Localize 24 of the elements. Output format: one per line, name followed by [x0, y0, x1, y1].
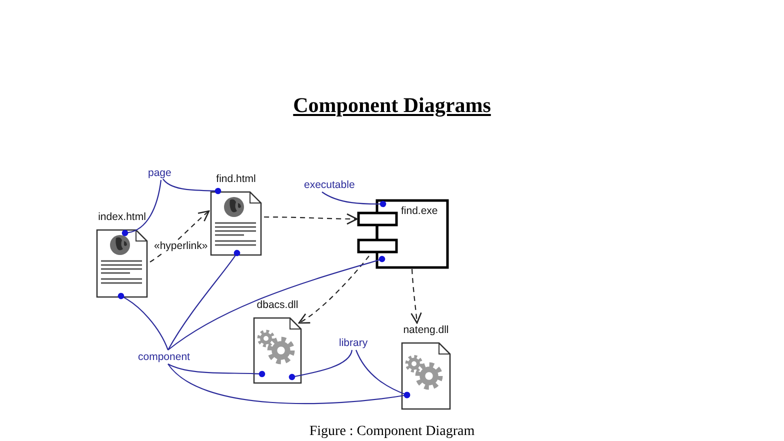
- leader-line: [118, 292, 168, 350]
- dependency-arrow: [298, 256, 370, 324]
- annotation-text: component: [138, 350, 190, 364]
- leader-line: [168, 364, 266, 378]
- leader-line: [288, 350, 353, 380]
- annotation-text: library: [339, 336, 368, 350]
- dependency-arrow: [410, 268, 422, 324]
- file-name: find.exe: [401, 205, 438, 217]
- file-name: dbacs.dll: [256, 299, 298, 312]
- leader-line: [168, 250, 240, 350]
- figure-caption: Figure : Component Diagram: [309, 424, 475, 440]
- annotation-text: executable: [304, 178, 355, 192]
- file-name: index.html: [98, 211, 146, 224]
- leader-line: [122, 180, 162, 236]
- leader-line: [162, 178, 222, 194]
- dependency-arrow: [264, 213, 358, 225]
- leader-line: [356, 350, 410, 398]
- file-name: nateng.dll: [403, 324, 449, 337]
- edge-label: «hyperlink»: [153, 240, 209, 252]
- leader-line: [168, 256, 386, 350]
- file-name: find.html: [216, 173, 256, 186]
- annotation-text: page: [148, 166, 172, 180]
- leader-line: [322, 192, 386, 208]
- diagram-title: Component Diagrams: [293, 93, 491, 118]
